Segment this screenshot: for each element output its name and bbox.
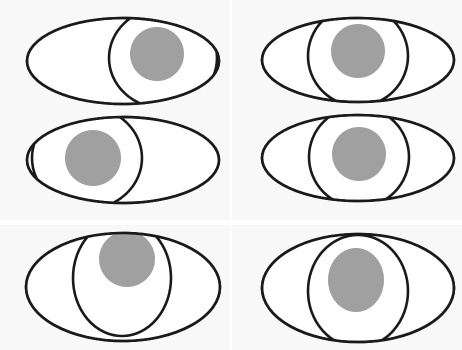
pupil (65, 130, 121, 186)
pupil (331, 24, 385, 78)
pupil (130, 27, 184, 81)
pupil (328, 248, 384, 312)
pupil (99, 231, 155, 287)
pupil (332, 127, 386, 181)
